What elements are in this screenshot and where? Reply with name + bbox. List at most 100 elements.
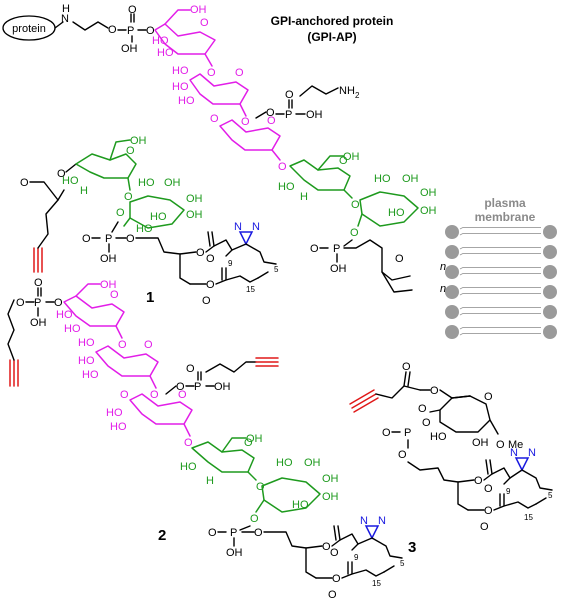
gpi-ap-structure: H N O P O OH O OH O HO HO O O HO HO HO O… — [54, 3, 446, 295]
c1-diazirine-n-2: N — [252, 221, 260, 233]
compound-label-1: 1 — [146, 289, 154, 306]
c2-m2-ho-1: HO — [78, 337, 95, 349]
atom-n-2: n — [440, 283, 446, 295]
c1-atom-o-dbl: O — [82, 233, 91, 245]
c3-atom-o-2: O — [422, 417, 431, 429]
c1-ino-ho-2: HO — [150, 211, 167, 223]
compound-label-2: 2 — [158, 527, 166, 544]
lipid-head — [543, 305, 557, 319]
m3-o-link: O — [278, 161, 287, 173]
lipid-head — [445, 245, 459, 259]
m1-o-link: O — [207, 67, 216, 79]
m2-o-link: O — [241, 116, 250, 128]
c3-atom-o-dbl: O — [382, 427, 391, 439]
c1-diazirine-n-1: N — [234, 221, 242, 233]
c1-gn-h2n: H — [80, 185, 88, 197]
c1-atom-o-carbonyl-1: O — [206, 253, 215, 265]
c3-atom-o-ester: O — [430, 385, 439, 397]
c2-gn-h2n: H — [206, 475, 214, 487]
c2-ino-oh-2: OH — [322, 473, 339, 485]
lipid-tail — [459, 252, 541, 256]
c2-sub-9: 9 — [354, 553, 359, 562]
c2-m1-o-ring: O — [110, 289, 119, 301]
c2-atom-o-dbl: O — [208, 527, 217, 539]
c2-gn-ho: HO — [180, 461, 197, 473]
atom-o-ester-gpi: O — [395, 253, 404, 265]
c2-atom-p-pa: P — [194, 381, 201, 393]
atom-o-pe-dbl: O — [285, 89, 294, 101]
membrane-label-1: plasma — [484, 196, 526, 210]
gn-o-link: O — [351, 199, 360, 211]
c1-sub-5: 5 — [274, 265, 279, 274]
sub-2-pe: 2 — [355, 91, 360, 100]
lipid-tail — [459, 292, 541, 296]
protein-label: protein — [12, 23, 46, 35]
ino-o-p: O — [350, 227, 359, 239]
atom-nh-n: N — [61, 13, 69, 25]
c3-atom-o-ring: O — [484, 391, 493, 403]
c3-atom-me: Me — [508, 439, 523, 451]
ino-oh-2: OH — [420, 187, 437, 199]
ino-oh-3: OH — [420, 205, 437, 217]
m1-oh-top: OH — [190, 4, 207, 16]
c1-ino-ho-3: HO — [136, 223, 153, 235]
lipid-tail — [459, 226, 541, 230]
c2-atom-oh: OH — [226, 547, 243, 559]
c2-ino-oh-3: OH — [322, 491, 339, 503]
c3-atom-p: P — [404, 427, 411, 439]
atom-o-2: O — [146, 25, 155, 37]
plasma-membrane: plasma membrane — [445, 196, 557, 339]
ino-ho-2: HO — [388, 207, 405, 219]
lipid-tail — [459, 326, 541, 330]
c1-atom-o-carbonyl: O — [20, 177, 29, 189]
atom-o-pe: O — [266, 107, 275, 119]
c2-ino-ho-1: HO — [276, 457, 293, 469]
atom-oh-gpi: OH — [330, 263, 347, 275]
lipid-tail — [459, 246, 541, 250]
c3-diazirine-n-1: N — [510, 447, 518, 459]
c2-atom-o-glyc: O — [254, 527, 263, 539]
c2-m2-o-ring: O — [144, 339, 153, 351]
c1-gn-o-link: O — [124, 191, 133, 203]
m2-ho-3: HO — [178, 95, 195, 107]
c2-gn-o-ring: O — [244, 437, 253, 449]
c3-sub-15: 15 — [524, 513, 533, 522]
atom-o-gpi-dbl: O — [310, 243, 319, 255]
c2-m1-oh: OH — [100, 279, 117, 291]
lipid-head — [543, 245, 557, 259]
c1-ino-oh-3: OH — [186, 209, 203, 221]
m3-o-ring: O — [267, 115, 276, 127]
c1-sub-9: 9 — [228, 259, 233, 268]
c1-gn-ho: HO — [62, 175, 79, 187]
lipid-tail — [459, 286, 541, 290]
lipid-head — [445, 305, 459, 319]
m2-o-ring: O — [235, 67, 244, 79]
atom-p-gpi: P — [333, 243, 340, 255]
c3-atom-o-me: O — [496, 439, 505, 451]
gn-h2n: H — [300, 191, 308, 203]
atom-p-1: P — [127, 25, 134, 37]
c3-diazirine-n-2: N — [528, 447, 536, 459]
title-line-2: (GPI-AP) — [307, 30, 356, 44]
compound-3-structure: O O O O O HO OH O Me P O O O O 9 N N 5 — [349, 361, 553, 556]
c3-sub-9: 9 — [506, 487, 511, 496]
c2-atom-o-carbonyl-1: O — [330, 547, 339, 559]
c3-atom-o-carbonyl-2: O — [480, 521, 489, 533]
c2-gn-o-link: O — [256, 481, 265, 493]
c1-atom-o-ester-2: O — [206, 279, 215, 291]
lipid-tail — [459, 232, 541, 236]
compound-label-3: 3 — [408, 539, 416, 556]
compound-1-structure: O O OH O HO H O HO OH OH OH HO HO O P O … — [20, 135, 279, 307]
gn-ho: HO — [278, 181, 295, 193]
c2-sub-15: 15 — [372, 579, 381, 588]
atom-nh2-pe: NH — [339, 85, 355, 97]
c2-m1-ho-2: HO — [64, 323, 81, 335]
c3-atom-o-ester-2: O — [484, 505, 493, 517]
atom-o-dbl-1: O — [128, 4, 137, 16]
atom-p-pe: P — [285, 109, 292, 121]
lipid-head — [543, 225, 557, 239]
c2-atom-o-carbonyl-2: O — [328, 589, 337, 600]
lipid-tail — [459, 306, 541, 310]
c2-atom-p: P — [230, 527, 237, 539]
